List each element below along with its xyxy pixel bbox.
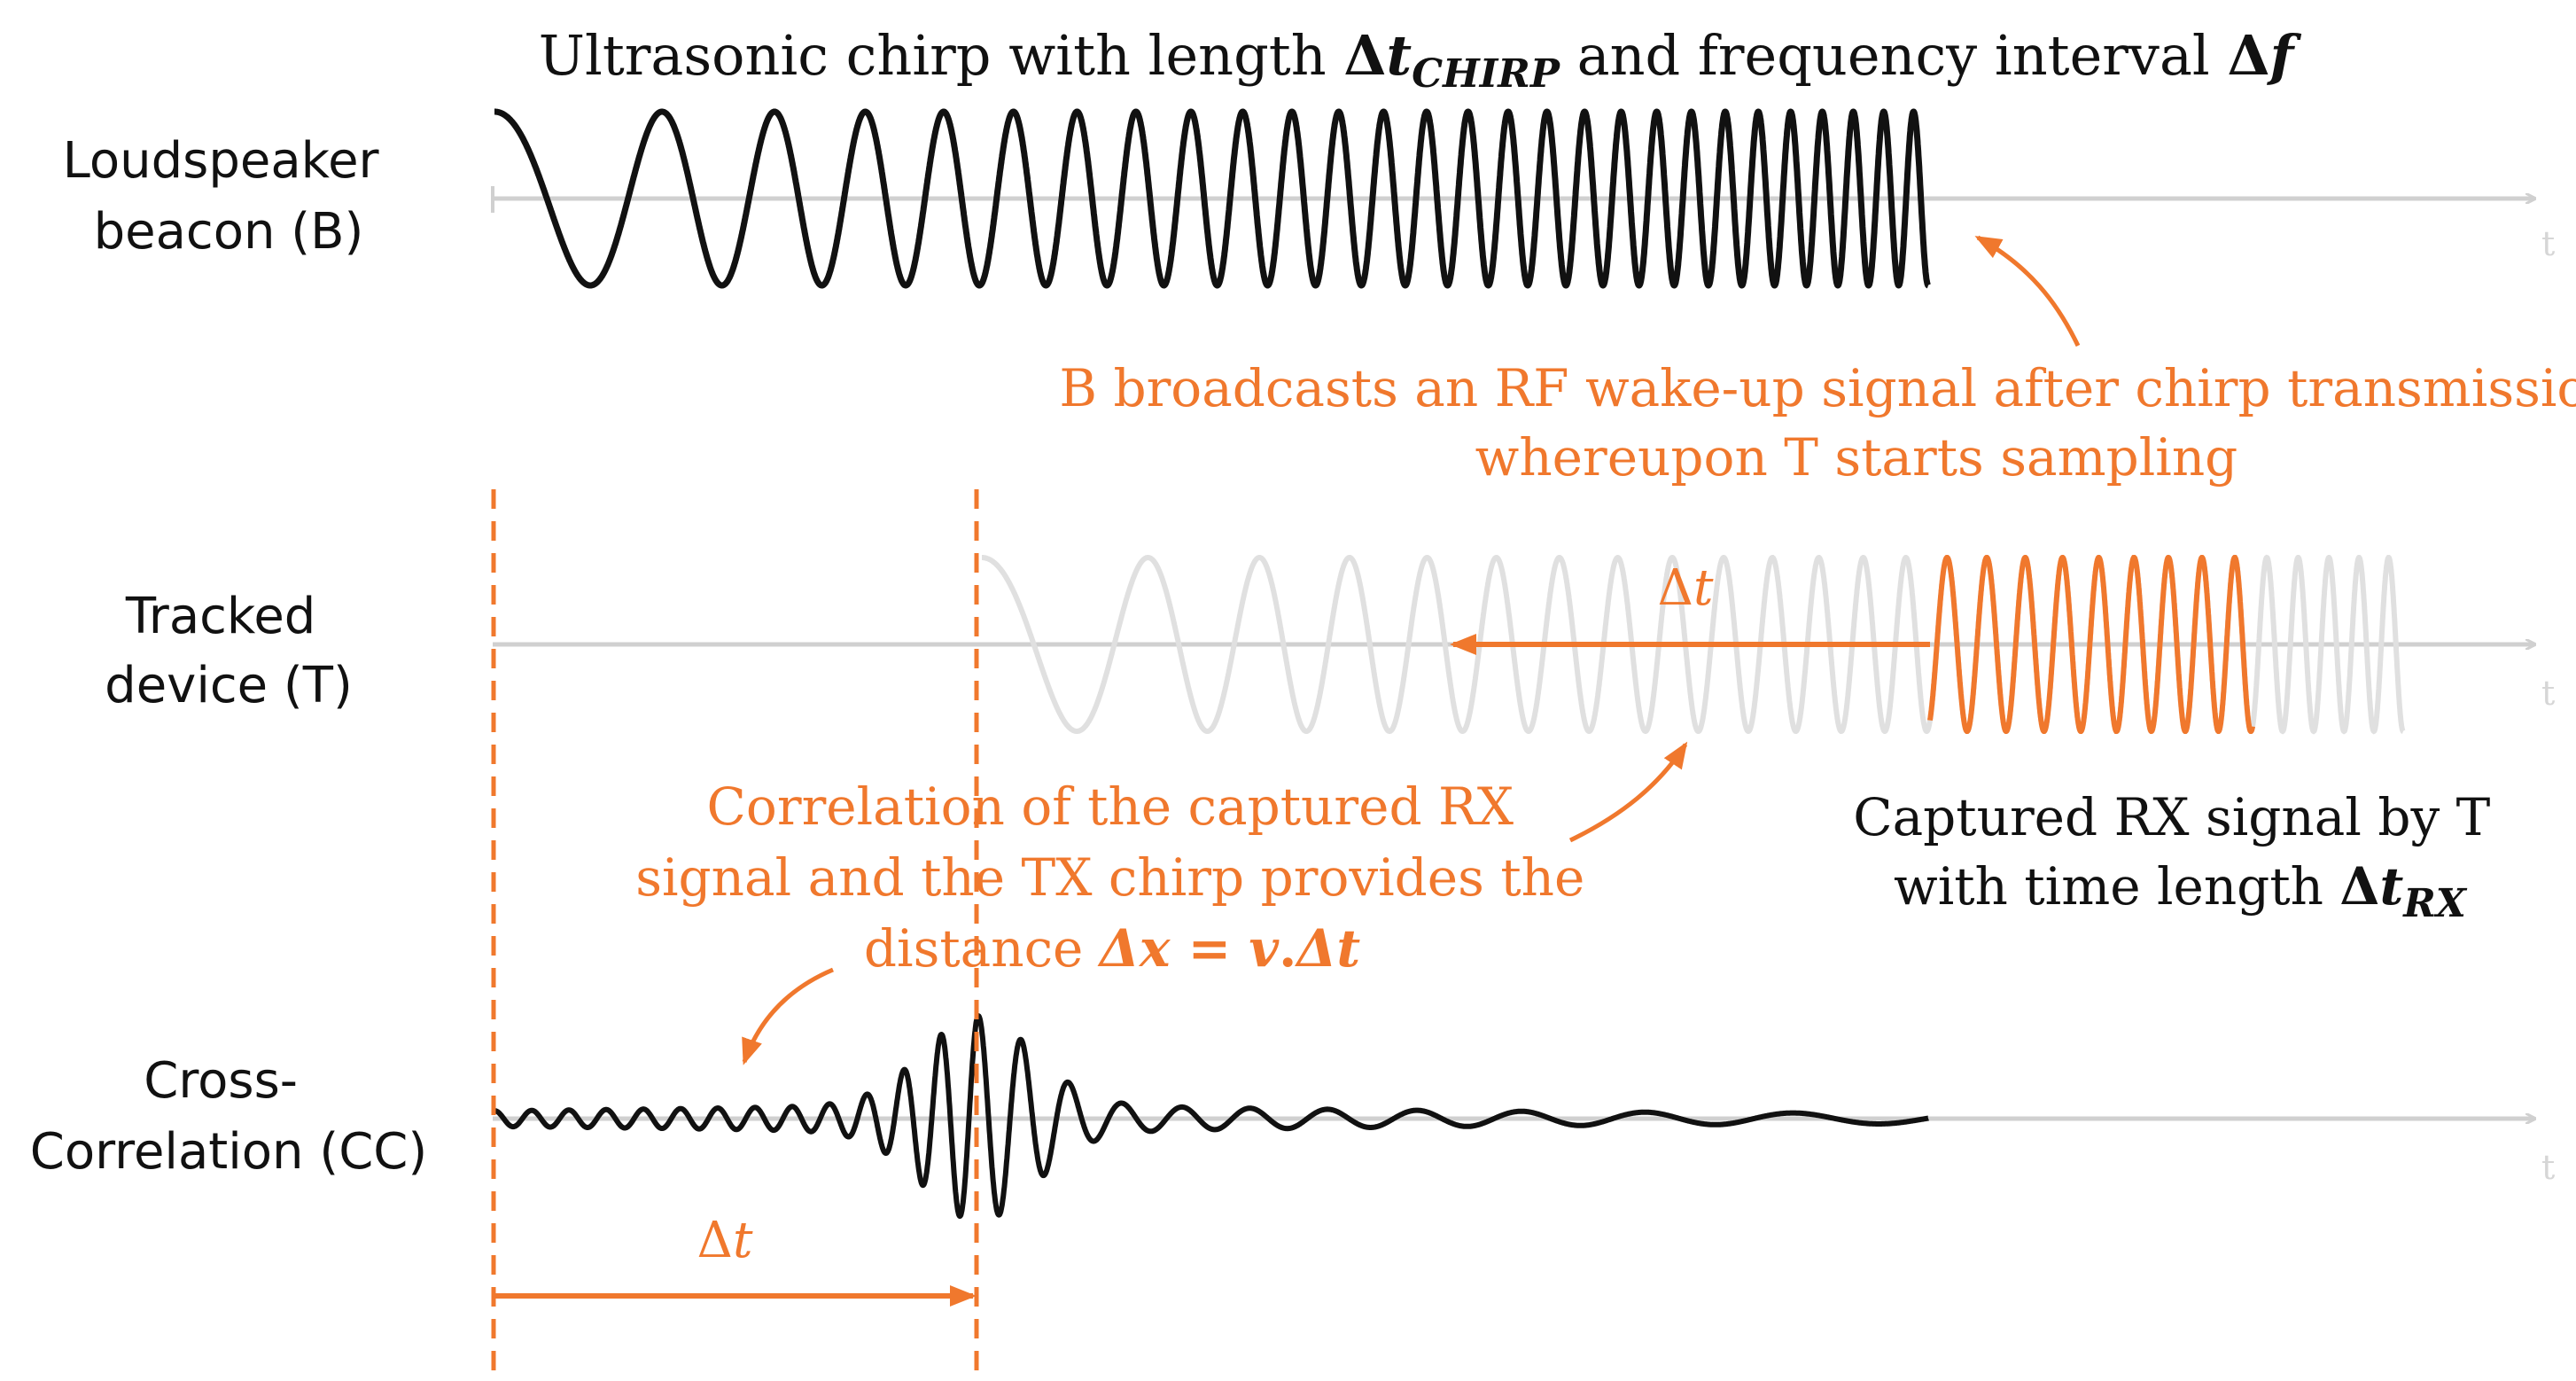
- rf-wakeup-note: B broadcasts an RF wake-up signal after …: [1059, 358, 2576, 488]
- delay-label-tracked: Δt: [1658, 559, 1714, 617]
- cc-label: Cross- Correlation (CC): [30, 1052, 428, 1181]
- rf-note-arrow: [1974, 235, 2081, 347]
- correlation-arrow-to-cc: [742, 967, 834, 1065]
- cross-correlation-wave: [492, 1013, 1931, 1219]
- correlation-note: Correlation of the captured RX signal an…: [635, 776, 1601, 979]
- captured-rx-note: Captured RX signal by T with time length…: [1853, 787, 2507, 926]
- tracked-label: Tracked device (T): [105, 588, 353, 714]
- delay-label-cc: Δt: [697, 1212, 753, 1269]
- cc-axis-label: t: [2541, 1148, 2555, 1187]
- chirp-title: Ultrasonic chirp with length ΔtCHIRP and…: [539, 23, 2302, 97]
- correlation-arrow-to-rx: [1568, 741, 1688, 843]
- beacon-axis-label: t: [2541, 224, 2555, 263]
- captured-rx-wave: [1927, 555, 2255, 734]
- tx-chirp-wave: [491, 108, 1932, 289]
- beacon-label: Loudspeaker beacon (B): [63, 132, 395, 261]
- tracked-axis-label: t: [2541, 674, 2555, 713]
